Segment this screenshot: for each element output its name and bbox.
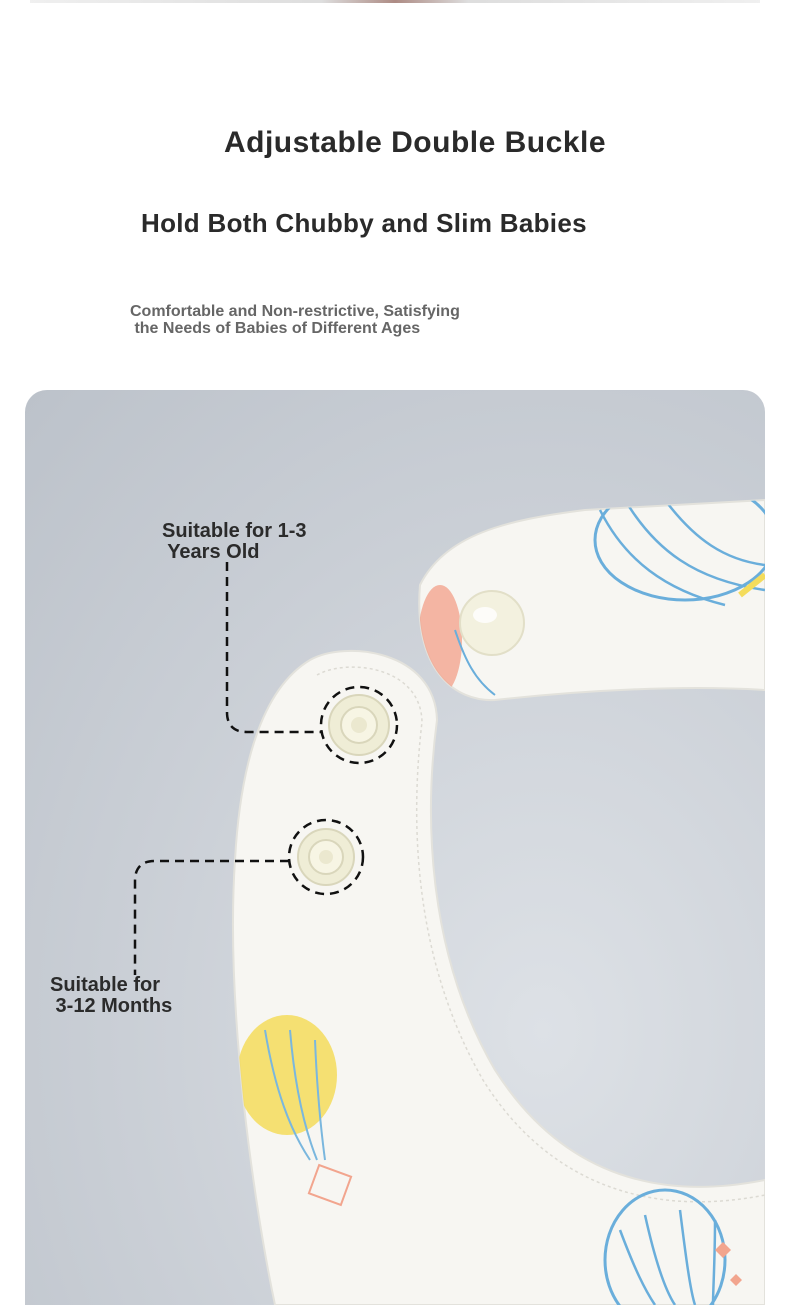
page-title: Adjustable Double Buckle: [223, 126, 607, 159]
callout-line-lower: [133, 859, 289, 975]
callout-lower-label: Suitable for 3-12 Months: [50, 974, 173, 1017]
snap-socket-lower: [287, 818, 365, 896]
snap-socket-upper: [319, 685, 399, 765]
bib-strap: [418, 498, 765, 702]
snap-button-strap: [459, 590, 525, 656]
bib-illustration: [133, 498, 765, 1305]
callout-line-upper: [225, 562, 321, 734]
feature-description: Comfortable and Non-restrictive, Satisfy…: [130, 303, 460, 337]
top-divider: [30, 0, 760, 3]
bib-body: [232, 649, 765, 1305]
product-photo: [25, 390, 765, 1305]
callout-upper-label: Suitable for 1-3 Years Old: [162, 520, 307, 563]
page-subtitle: Hold Both Chubby and Slim Babies: [141, 208, 587, 238]
